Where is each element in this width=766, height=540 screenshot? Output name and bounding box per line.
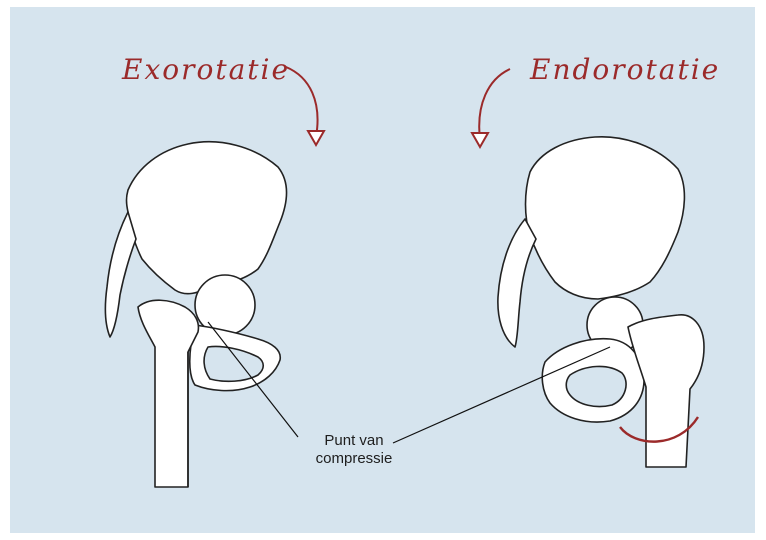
endorotation-arrow bbox=[472, 69, 510, 147]
compression-point-label: Punt van compressie bbox=[302, 432, 406, 468]
figure-panel: Exorotatie Endorotatie Punt van compress… bbox=[10, 7, 755, 533]
right-obturator-foramen bbox=[566, 366, 626, 406]
endorotation-title: Endorotatie bbox=[530, 53, 720, 86]
left-ilium bbox=[127, 142, 287, 294]
right-hip-illustration bbox=[498, 137, 704, 467]
right-ilium bbox=[526, 137, 685, 299]
left-ischial-spine bbox=[105, 212, 136, 337]
left-femur bbox=[138, 300, 198, 487]
exorotation-arrow bbox=[286, 67, 324, 145]
callout-line-1: Punt van bbox=[302, 432, 406, 450]
left-hip-illustration bbox=[105, 142, 286, 487]
right-ischial-spine bbox=[498, 219, 536, 347]
callout-line-2: compressie bbox=[302, 450, 406, 468]
exorotation-title: Exorotatie bbox=[122, 53, 290, 86]
